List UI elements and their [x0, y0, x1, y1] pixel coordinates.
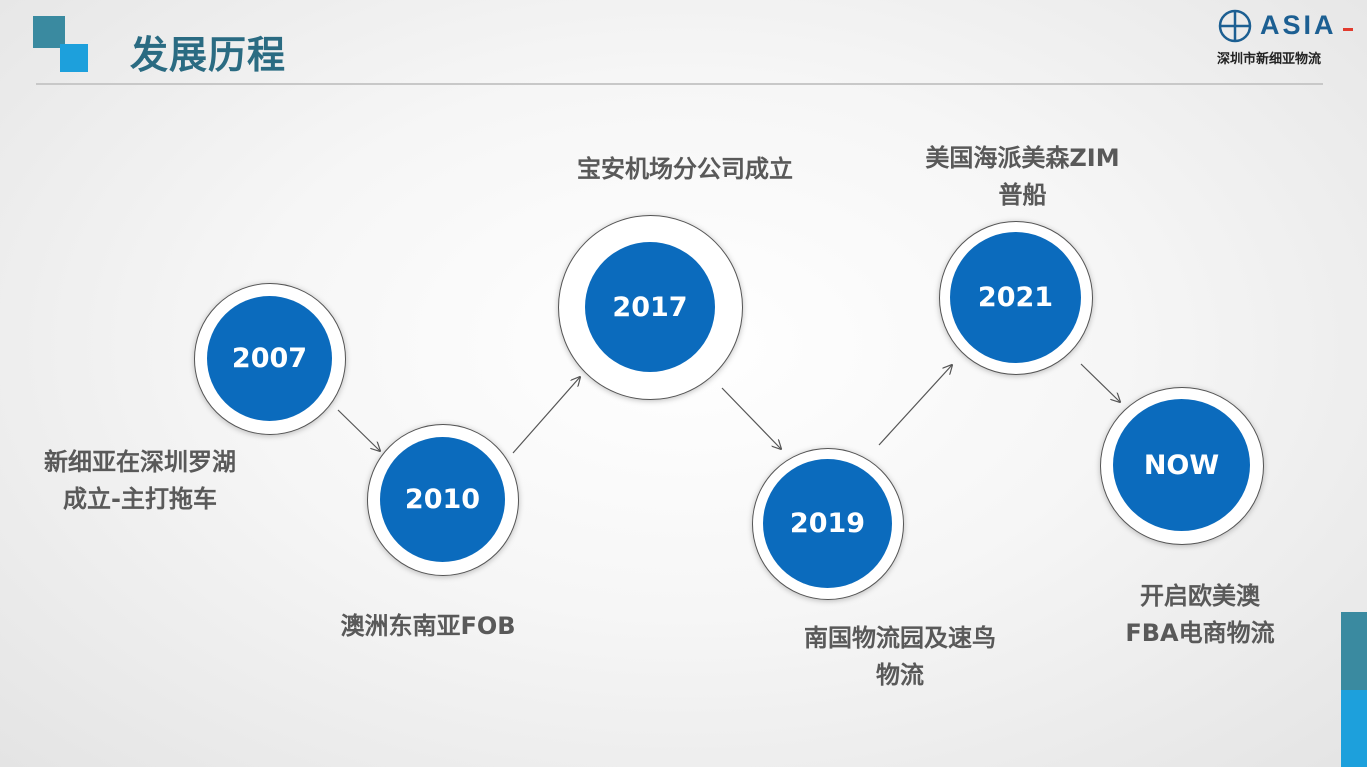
- year-2017: 2017: [585, 242, 715, 372]
- timeline-node-2017: 2017: [558, 215, 743, 400]
- logo-wordmark: ASIA: [1260, 10, 1337, 40]
- arrow-2017-2019: [721, 387, 781, 449]
- page-title: 发展历程: [130, 33, 287, 77]
- year-now: NOW: [1113, 399, 1250, 531]
- label-2021-line1: 美国海派美森ZIM: [925, 144, 1120, 172]
- label-2007-line2: 成立-主打拖车: [63, 485, 217, 513]
- label-2019-line1: 南国物流园及速鸟: [804, 624, 996, 652]
- label-2021: 美国海派美森ZIM 普船: [880, 140, 1165, 214]
- label-2019: 南国物流园及速鸟 物流: [775, 620, 1025, 694]
- decor-square-teal: [33, 16, 65, 48]
- arrow-2010-2017: [512, 377, 580, 454]
- label-2021-line2: 普船: [998, 181, 1047, 209]
- asia-logo-icon: [1218, 9, 1353, 43]
- arrow-2019-2021: [878, 365, 952, 446]
- label-now-line2: FBA电商物流: [1125, 619, 1275, 647]
- year-2019: 2019: [763, 459, 892, 588]
- timeline-node-2010: 2010: [367, 424, 519, 576]
- decor-square-blue: [60, 44, 88, 72]
- timeline-node-2021: 2021: [939, 221, 1093, 375]
- label-2007-line1: 新细亚在深圳罗湖: [44, 448, 236, 476]
- label-2017-line1: 宝安机场分公司成立: [577, 155, 793, 183]
- year-2010: 2010: [380, 437, 505, 562]
- timeline-node-2007: 2007: [194, 283, 346, 435]
- label-2007: 新细亚在深圳罗湖 成立-主打拖车: [20, 444, 260, 518]
- timeline-node-now: NOW: [1100, 387, 1264, 545]
- label-2019-line2: 物流: [876, 661, 924, 689]
- arrow-2021-now: [1080, 363, 1120, 402]
- arrow-2007-2010: [337, 409, 380, 451]
- label-now: 开启欧美澳 FBA电商物流: [1090, 578, 1310, 652]
- timeline-node-2019: 2019: [752, 448, 904, 600]
- label-now-line1: 开启欧美澳: [1140, 582, 1260, 610]
- year-2021: 2021: [950, 232, 1081, 363]
- logo-subtitle: 深圳市新细亚物流: [1217, 52, 1322, 67]
- decor-side-bar-blue: [1341, 690, 1367, 767]
- label-2010: 澳洲东南亚FOB: [318, 608, 538, 645]
- label-2010-line1: 澳洲东南亚FOB: [340, 612, 516, 640]
- label-2017: 宝安机场分公司成立: [545, 151, 825, 188]
- year-2007: 2007: [207, 296, 332, 421]
- title-divider: [36, 83, 1323, 85]
